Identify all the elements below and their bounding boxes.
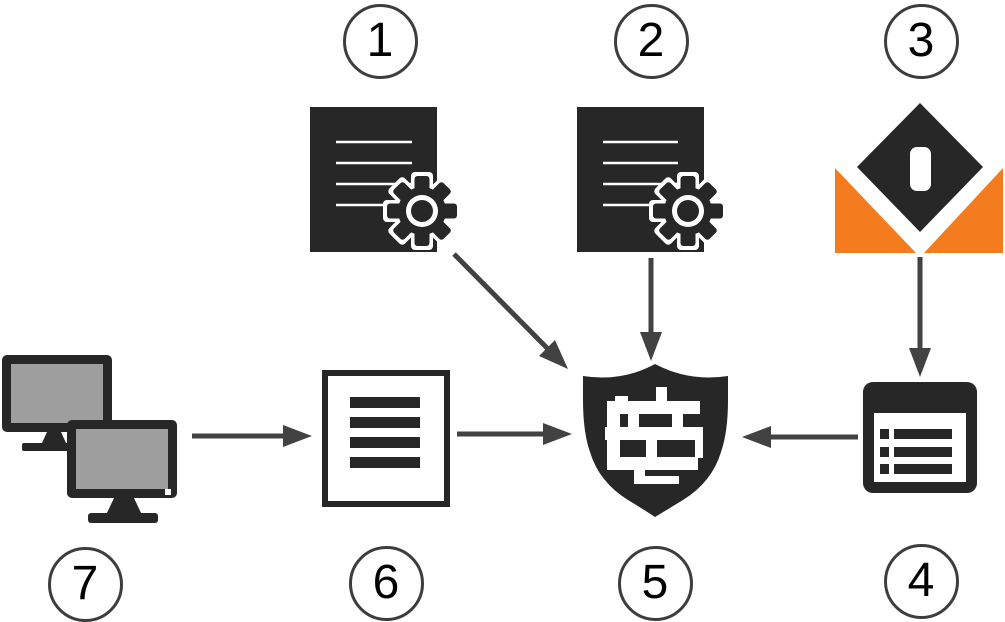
node-label: 1 [366, 14, 394, 67]
banner-right-triangle [924, 168, 1003, 253]
arrow-3-to-4 [909, 257, 931, 377]
node-badge-5: 5 [617, 545, 693, 621]
node-badge-7: 7 [47, 546, 123, 622]
monitor-front [67, 420, 177, 523]
arrow-7-to-6 [192, 425, 312, 447]
arrow-6-to-5 [457, 423, 572, 445]
arrow-2-to-5 [640, 258, 662, 361]
arrow-4-to-5 [742, 426, 858, 448]
diamond-slot [910, 147, 931, 191]
workstations-icon [2, 355, 177, 523]
node-label: 7 [71, 557, 99, 610]
node-badge-1: 1 [342, 3, 418, 79]
gear-icon [649, 172, 727, 250]
node-label: 2 [637, 14, 665, 67]
node-badge-4: 4 [883, 543, 959, 619]
monitor-back [2, 355, 112, 451]
firewall-shield-icon [583, 364, 728, 517]
arrow-1-to-5 [452, 252, 568, 369]
brick-pattern [605, 387, 703, 484]
document-gear-icon [577, 107, 727, 252]
banner-left-triangle [835, 168, 916, 253]
gear-icon [383, 172, 461, 250]
node-badge-6: 6 [348, 545, 424, 621]
document-gear-icon [310, 107, 461, 252]
node-badge-2: 2 [613, 3, 689, 79]
list-window-icon [863, 382, 977, 493]
node-label: 4 [907, 554, 935, 607]
document-list-icon [322, 370, 450, 507]
node-badge-3: 3 [883, 3, 959, 79]
node-label: 6 [372, 556, 400, 609]
node-label: 5 [641, 556, 669, 609]
diamond-banner-icon [835, 103, 1003, 253]
node-label: 3 [907, 14, 935, 67]
